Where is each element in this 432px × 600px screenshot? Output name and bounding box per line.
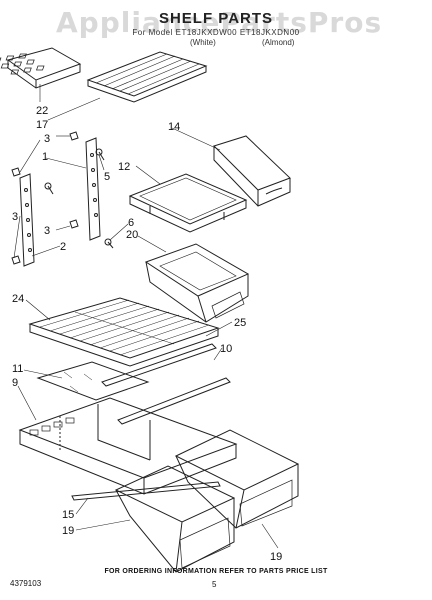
- callout-24: 24: [12, 293, 24, 305]
- callout-11: 11: [12, 363, 23, 375]
- part-crisper-cover-frame[interactable]: [18, 397, 238, 495]
- callout-14: 14: [168, 121, 180, 133]
- callout-3c: 3: [44, 225, 50, 237]
- part-freezer-wire-shelf[interactable]: [86, 51, 208, 103]
- callout-5: 5: [104, 171, 110, 183]
- leader-lines: [13, 84, 279, 549]
- watermark: AppliancePartsPros: [56, 6, 383, 39]
- diagram-title: SHELF PARTS: [158, 10, 274, 27]
- model-line: For Model ET18JKXDW00 ET18JKXDN00: [132, 28, 300, 37]
- ordering-note: FOR ORDERING INFORMATION REFER TO PARTS …: [104, 568, 328, 575]
- callout-10: 10: [220, 343, 232, 355]
- callout-20: 20: [126, 229, 138, 241]
- callout-6: 6: [128, 217, 134, 229]
- variant-white: (White): [190, 38, 216, 47]
- callout-2: 2: [60, 241, 66, 253]
- part-front-trim[interactable]: [71, 481, 221, 501]
- part-crisper-drawer-left[interactable]: [114, 465, 236, 573]
- callout-19a: 19: [62, 525, 74, 537]
- callout-3b: 3: [12, 211, 18, 223]
- callout-25: 25: [234, 317, 246, 329]
- part-screws[interactable]: [44, 148, 114, 249]
- variant-almond: (Almond): [262, 38, 295, 47]
- document-number: 4379103: [10, 579, 42, 588]
- part-crisper-cover-glass[interactable]: [36, 361, 150, 401]
- callout-19b: 19: [270, 551, 282, 563]
- part-door-bin[interactable]: [213, 135, 291, 207]
- part-deli-drawer[interactable]: [144, 243, 250, 323]
- callout-12: 12: [118, 161, 130, 173]
- callout-17: 17: [36, 119, 48, 131]
- part-crisper-drawer-right[interactable]: [174, 429, 300, 529]
- part-shelf-rail-left[interactable]: [19, 173, 35, 267]
- part-rail-clips[interactable]: [11, 131, 79, 265]
- part-shelf-rail-right[interactable]: [85, 137, 101, 241]
- callout-3a: 3: [44, 133, 50, 145]
- part-ice-tray[interactable]: [0, 47, 82, 89]
- callout-15: 15: [62, 509, 74, 521]
- callout-9: 9: [12, 377, 18, 389]
- part-refrigerator-wire-shelf[interactable]: [28, 297, 220, 367]
- part-shelf-trim[interactable]: [101, 343, 231, 425]
- callout-22: 22: [36, 105, 48, 117]
- callout-labels: 22 17 3 1 5 14 12 3 3 6 20 2 24 25 11 10…: [12, 105, 282, 563]
- page-number: 5: [212, 580, 217, 589]
- part-glass-shelf-upper[interactable]: [128, 173, 248, 233]
- callout-1: 1: [42, 151, 48, 163]
